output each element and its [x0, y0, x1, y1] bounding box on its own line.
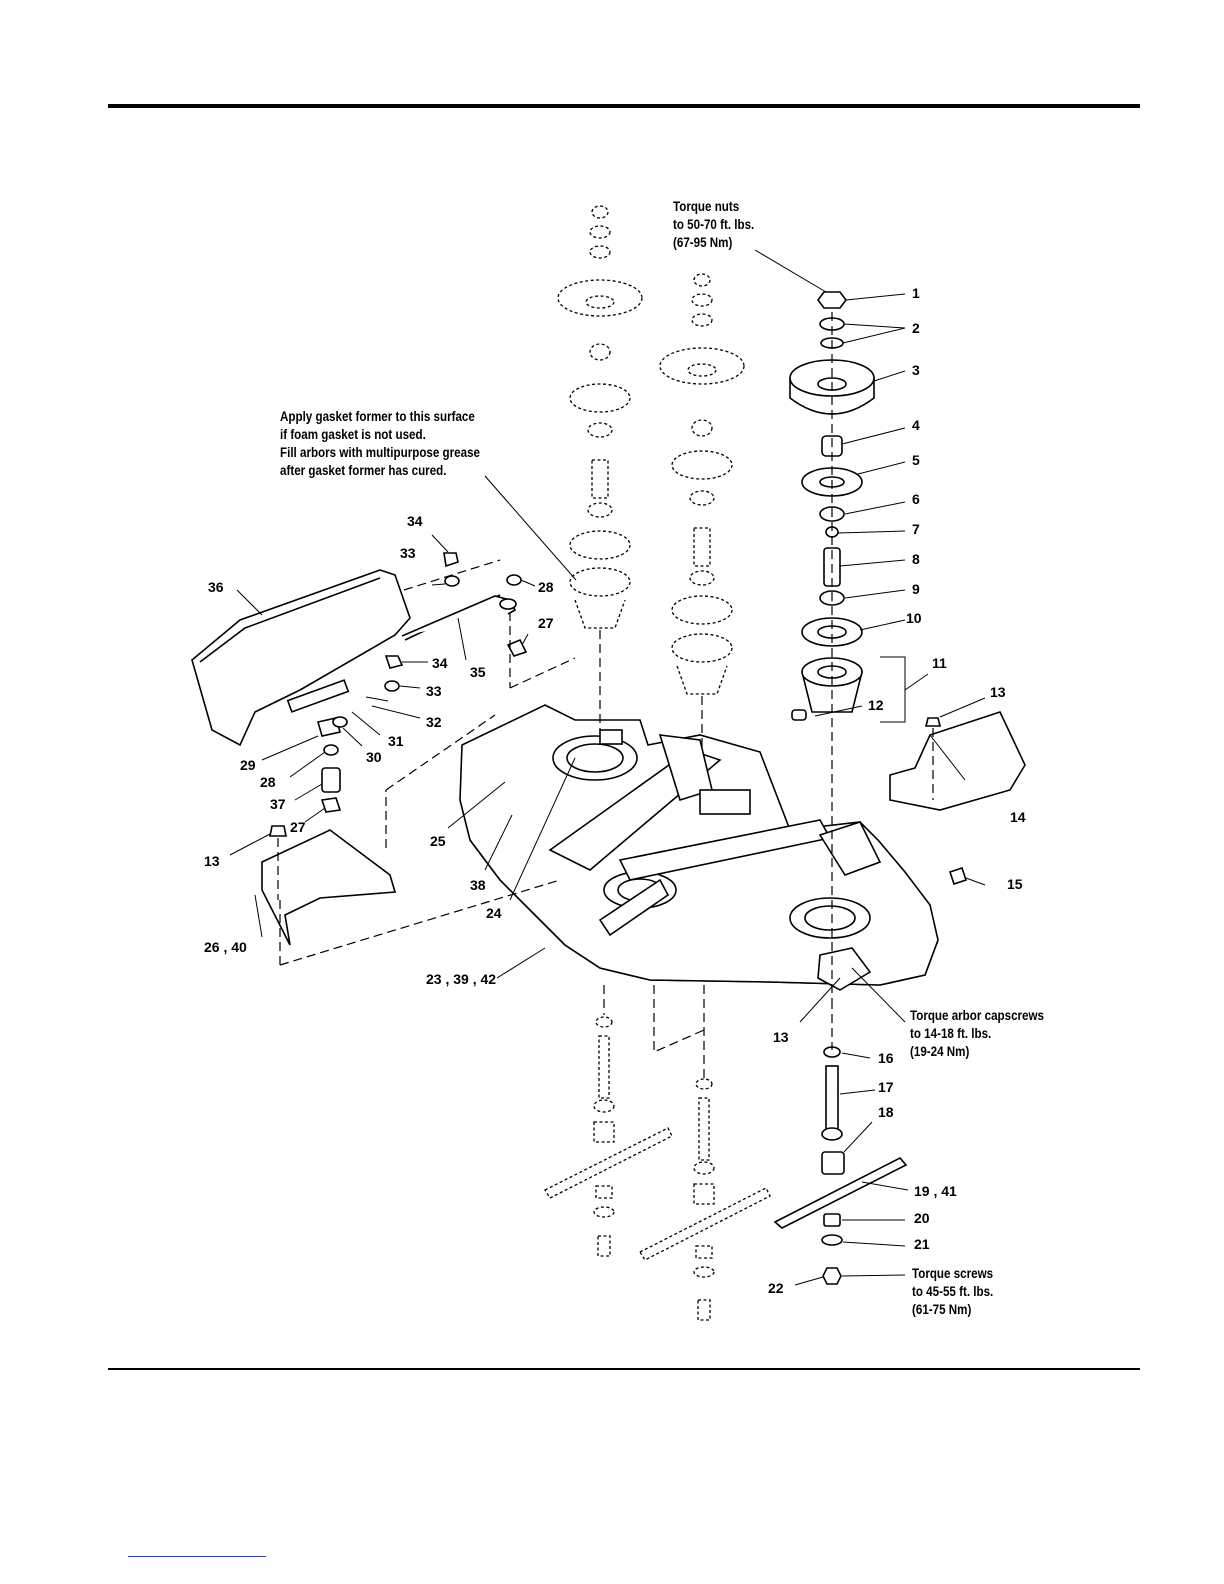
discharge-chute [191, 552, 576, 813]
callout-24: 24 [486, 905, 502, 921]
callout-30: 30 [366, 749, 382, 765]
callout-10: 10 [906, 610, 922, 626]
callout-23-39-42: 23 , 39 , 42 [426, 971, 496, 987]
callout-34-upper: 34 [407, 513, 423, 529]
callout-13-arbor: 13 [773, 1029, 789, 1045]
right-arbor-stack [789, 291, 875, 1000]
chute-deflector [261, 714, 561, 966]
callouts: 1 2 3 4 5 6 7 8 9 10 11 12 13 14 15 13 1… [204, 285, 1026, 1296]
note-torque-nuts: Torque nuts to 50-70 ft. lbs. (67-95 Nm) [673, 199, 755, 250]
header-rule [108, 104, 1140, 108]
callout-4: 4 [912, 417, 920, 433]
callout-33-lower: 33 [426, 683, 442, 699]
clip [948, 866, 968, 886]
callout-12: 12 [868, 697, 884, 713]
leader-lines [229, 249, 986, 1286]
belt-cover [889, 711, 1026, 886]
capscrew-13 [924, 717, 942, 727]
mower-blade [773, 1157, 908, 1229]
spindle-shaft [825, 1065, 839, 1131]
callout-26-40: 26 , 40 [204, 939, 247, 955]
callout-27-lower: 27 [290, 819, 306, 835]
blade-screw [822, 1267, 842, 1285]
callout-38: 38 [470, 877, 486, 893]
ghost-blade-stacks [544, 985, 771, 1321]
footer-rule [108, 1368, 1140, 1370]
callout-8: 8 [912, 551, 920, 567]
ghost-arbor-stacks [557, 205, 745, 748]
callout-6: 6 [912, 491, 920, 507]
callout-11: 11 [932, 655, 947, 671]
callout-27-upper: 27 [538, 615, 554, 631]
callout-28-upper: 28 [538, 579, 554, 595]
callout-29: 29 [240, 757, 256, 773]
callout-31: 31 [388, 733, 404, 749]
callout-13-deflector: 13 [204, 853, 220, 869]
callout-19-41: 19 , 41 [914, 1183, 957, 1199]
callout-13-belt-cover: 13 [990, 684, 1006, 700]
callout-16: 16 [878, 1050, 894, 1066]
callout-14: 14 [1010, 809, 1026, 825]
note-gasket-former: Apply gasket former to this surface if f… [280, 409, 480, 478]
blade-adapter [821, 1151, 845, 1175]
callout-15: 15 [1007, 876, 1023, 892]
blade-washer-lower [821, 1234, 843, 1246]
callout-7: 7 [912, 521, 920, 537]
blade-spacer [823, 1213, 841, 1227]
callout-20: 20 [914, 1210, 930, 1226]
footnote-rule [128, 1556, 266, 1557]
callout-25: 25 [430, 833, 446, 849]
callout-36: 36 [208, 579, 224, 595]
callout-35: 35 [470, 664, 486, 680]
grease-fitting [791, 709, 807, 721]
mower-deck-housing [459, 704, 939, 991]
note-torque-screws: Torque screws to 45-55 ft. lbs. (61-75 N… [912, 1266, 994, 1317]
callout-17: 17 [878, 1079, 894, 1095]
callout-18: 18 [878, 1104, 894, 1120]
callout-34-lower: 34 [432, 655, 448, 671]
callout-1: 1 [912, 285, 920, 301]
callout-3: 3 [912, 362, 920, 378]
note-arbor-capscrews: Torque arbor capscrews to 14-18 ft. lbs.… [910, 1008, 1044, 1059]
callout-28-lower: 28 [260, 774, 276, 790]
callout-37: 37 [270, 796, 286, 812]
chute-rod [401, 595, 517, 637]
callout-22: 22 [768, 1280, 784, 1296]
gasket-plate [801, 617, 863, 647]
callout-2: 2 [912, 320, 920, 336]
callout-21: 21 [914, 1236, 930, 1252]
callout-33-upper: 33 [400, 545, 416, 561]
callout-32: 32 [426, 714, 442, 730]
callout-9: 9 [912, 581, 920, 597]
hex-nut [817, 291, 847, 309]
callout-5: 5 [912, 452, 920, 468]
right-blade-stack [773, 1000, 908, 1285]
